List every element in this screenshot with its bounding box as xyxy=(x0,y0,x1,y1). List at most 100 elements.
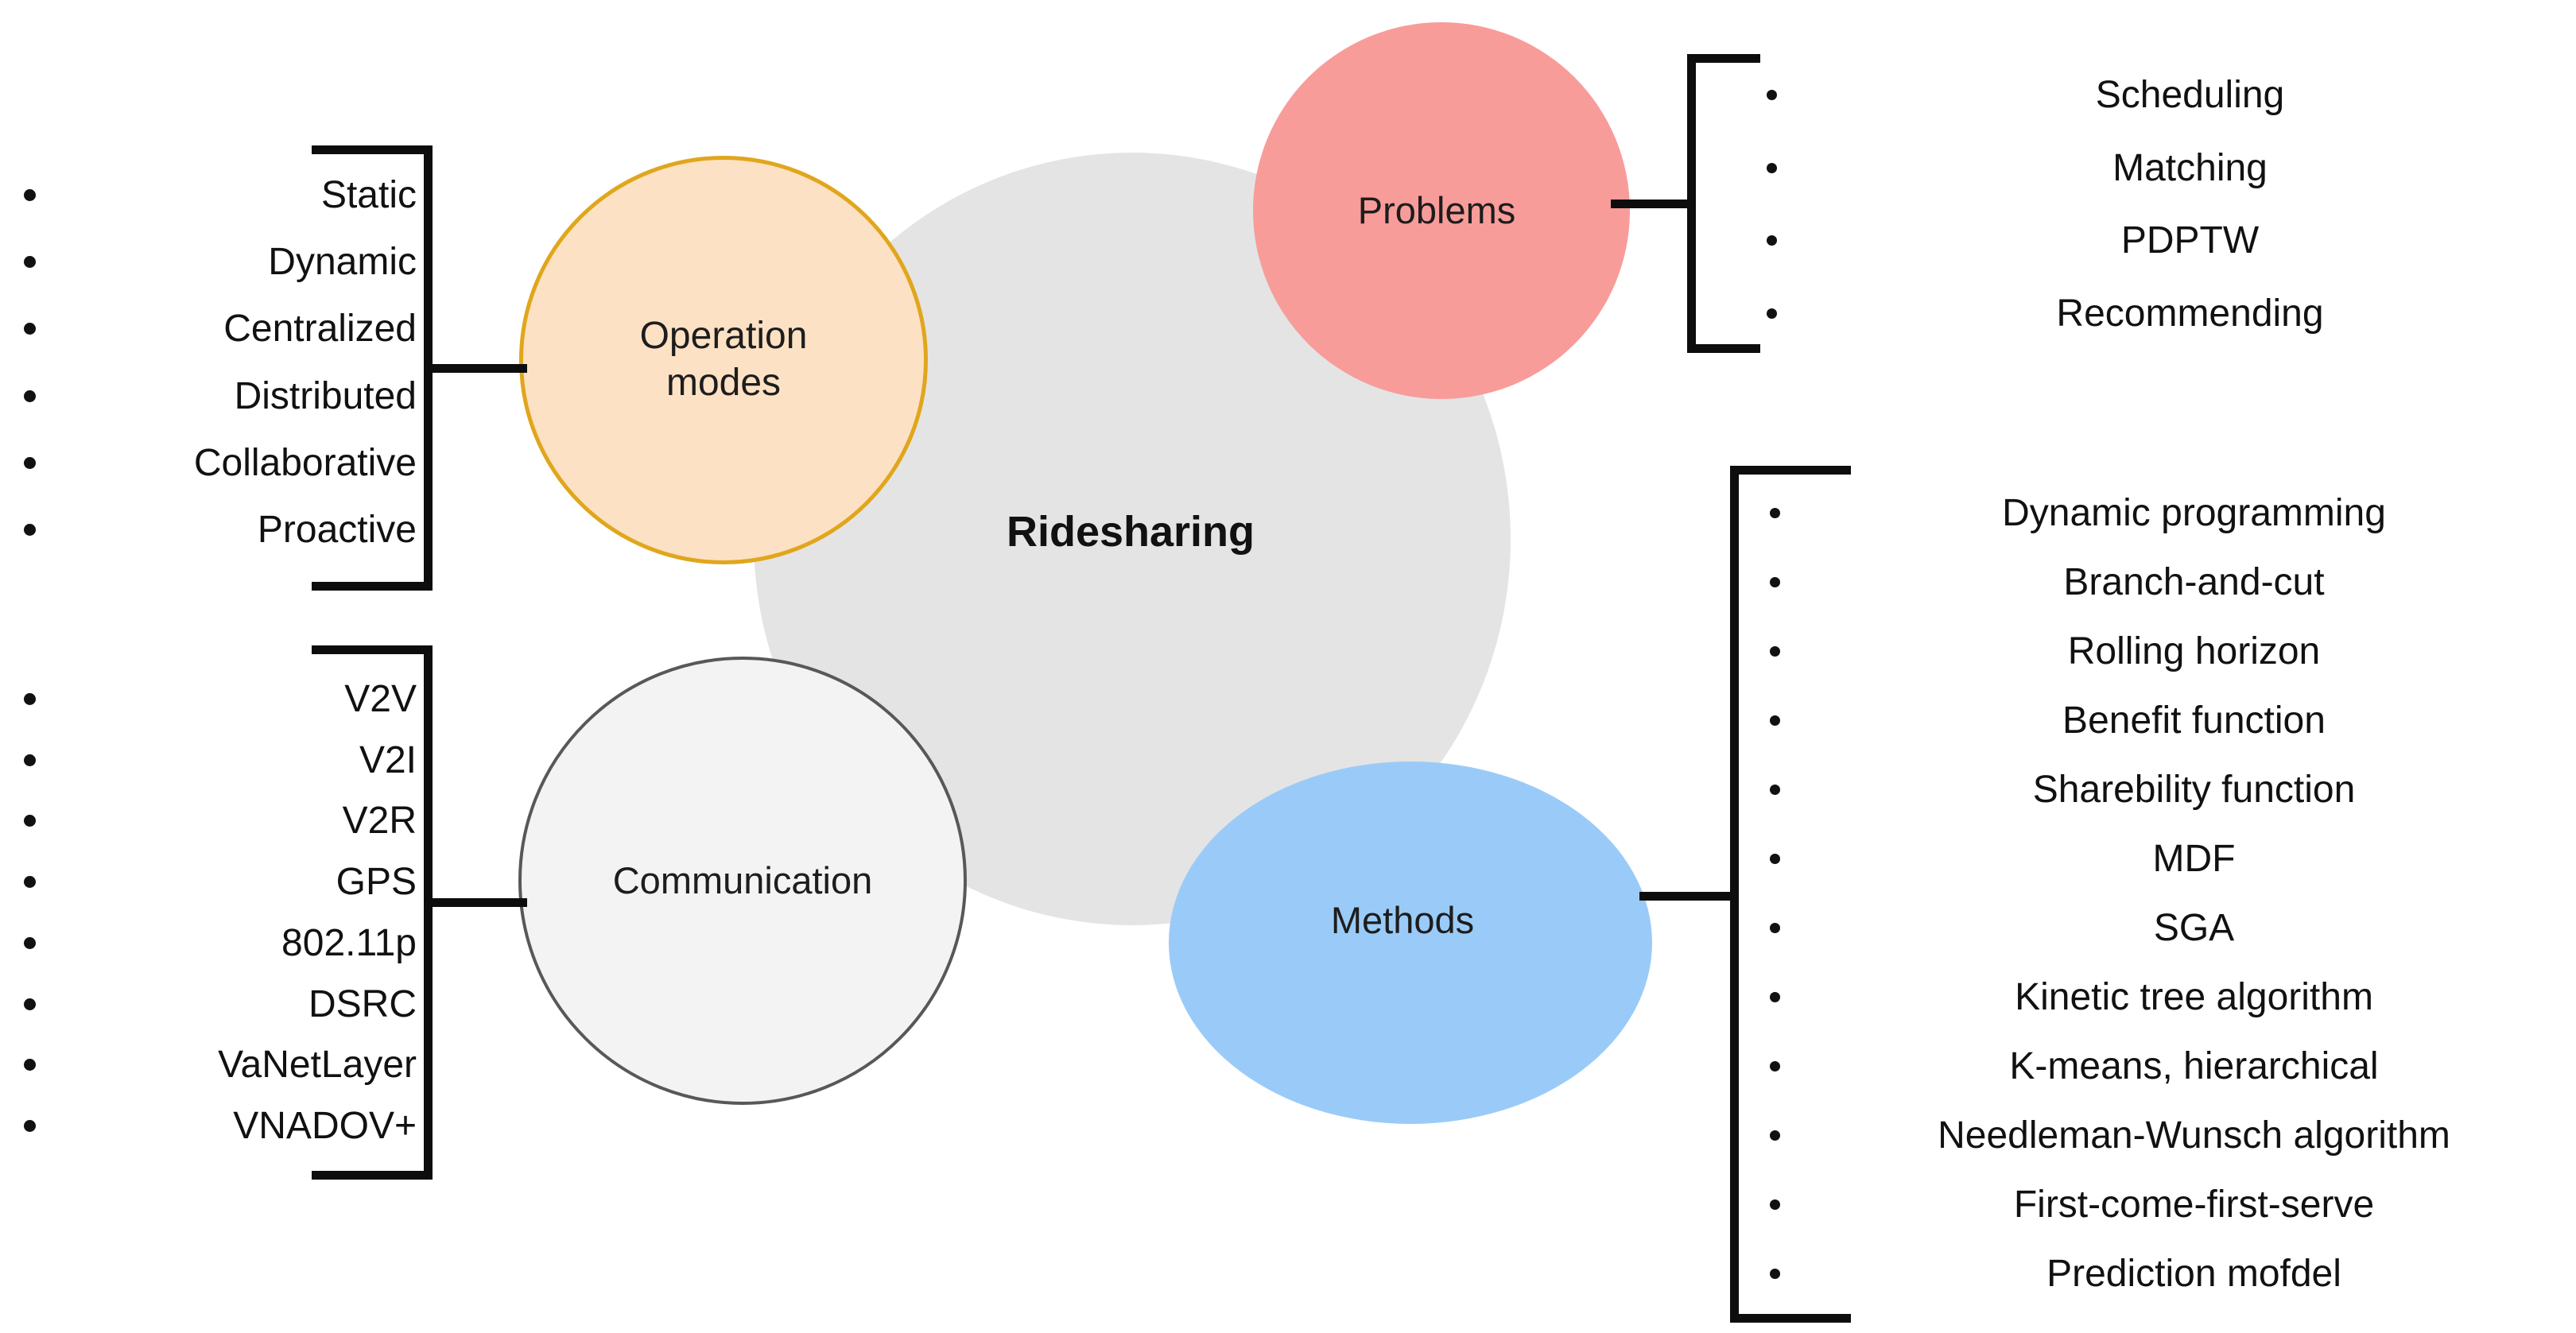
list-item: VNADOV+ xyxy=(24,1104,421,1148)
node-problems: Problems xyxy=(1253,22,1630,399)
bracket-arm-top xyxy=(1687,54,1760,63)
list-item: V2V xyxy=(24,677,421,721)
list-item-label: Distributed xyxy=(234,374,417,417)
list-item-label: Proactive xyxy=(257,508,417,551)
bullet-icon xyxy=(1770,923,1780,933)
bullet-icon xyxy=(24,1119,36,1132)
list-item-label: V2I xyxy=(359,738,417,781)
list-item-label: Kinetic tree algorithm xyxy=(2015,976,2373,1018)
list-item: Dynamic programming xyxy=(1770,491,2574,535)
bullet-icon xyxy=(24,876,36,889)
bracket-arm-bottom xyxy=(1687,344,1760,353)
list-item: V2R xyxy=(24,799,421,843)
list-item: MDF xyxy=(1770,837,2574,881)
bullet-icon xyxy=(24,998,36,1010)
bullet-icon xyxy=(1770,715,1780,726)
list-item: K-means, hierarchical xyxy=(1770,1044,2574,1088)
list-item: SGA xyxy=(1770,906,2574,950)
list-communication: V2V V2I V2R GPS 802.11p DSRC VaNetLayer xyxy=(24,677,421,1148)
bullet-icon xyxy=(1770,1130,1780,1141)
list-methods: Dynamic programming Branch-and-cut Rolli… xyxy=(1770,491,2574,1296)
node-operation-modes: Operation modes xyxy=(519,156,928,564)
list-item-label: Prediction mofdel xyxy=(2046,1253,2341,1295)
list-item: Static xyxy=(24,173,421,217)
connector-problems xyxy=(1611,200,1692,208)
list-item-label: DSRC xyxy=(308,982,417,1025)
list-item-label: Needleman-Wunsch algorithm xyxy=(1938,1114,2450,1157)
bullet-icon xyxy=(1767,90,1777,100)
connector-operation-modes xyxy=(425,364,527,373)
list-item-label: Static xyxy=(320,174,417,216)
connector-methods xyxy=(1639,892,1736,901)
bullet-icon xyxy=(1770,992,1780,1002)
bracket-problems xyxy=(1687,54,1760,353)
bracket-arm-top xyxy=(312,645,433,654)
node-methods-label: Methods xyxy=(1330,899,1475,942)
list-item: DSRC xyxy=(24,982,421,1026)
list-item: VaNetLayer xyxy=(24,1043,421,1087)
list-item: Rolling horizon xyxy=(1770,630,2574,673)
node-communication: Communication xyxy=(518,657,967,1105)
list-item-label: Rolling horizon xyxy=(2067,630,2321,672)
bullet-icon xyxy=(1770,1199,1780,1210)
bullet-icon xyxy=(24,815,36,827)
list-item: Distributed xyxy=(24,374,421,418)
node-operation-modes-label-line1: Operation xyxy=(639,315,808,358)
bullet-icon xyxy=(1770,508,1780,518)
bullet-icon xyxy=(24,256,36,269)
list-item-label: Scheduling xyxy=(2095,74,2285,116)
list-item-label: Collaborative xyxy=(193,441,417,484)
list-item: Scheduling xyxy=(1767,73,2570,117)
bracket-operation-modes xyxy=(312,145,433,591)
connector-communication xyxy=(425,898,527,907)
list-item: Prediction mofdel xyxy=(1770,1252,2574,1296)
list-item: Proactive xyxy=(24,508,421,552)
list-item: Branch-and-cut xyxy=(1770,560,2574,604)
list-item: V2I xyxy=(24,738,421,782)
list-item: Recommending xyxy=(1767,292,2570,335)
bullet-icon xyxy=(24,323,36,335)
list-item-label: Benefit function xyxy=(2062,699,2326,742)
node-communication-label: Communication xyxy=(612,859,873,902)
list-item: Sharebility function xyxy=(1770,768,2574,812)
bullet-icon xyxy=(1767,235,1777,246)
node-operation-modes-label: Operation modes xyxy=(640,313,808,406)
list-item-label: Dynamic xyxy=(268,241,417,284)
list-item: GPS xyxy=(24,860,421,904)
list-item-label: GPS xyxy=(336,861,417,904)
list-item: Benefit function xyxy=(1770,699,2574,742)
list-item: Kinetic tree algorithm xyxy=(1770,975,2574,1019)
bullet-icon xyxy=(1770,1269,1780,1279)
list-item: Needleman-Wunsch algorithm xyxy=(1770,1114,2574,1157)
list-item-label: VNADOV+ xyxy=(233,1104,417,1147)
bullet-icon xyxy=(1770,854,1780,864)
bullet-icon xyxy=(24,936,36,949)
bullet-icon xyxy=(1770,577,1780,587)
list-problems: Scheduling Matching PDPTW Recommending xyxy=(1767,73,2570,335)
node-methods: Methods xyxy=(1169,761,1652,1124)
bracket-arm-bottom xyxy=(1730,1314,1851,1323)
list-item-label: Dynamic programming xyxy=(2002,492,2386,534)
list-item-label: MDF xyxy=(2152,838,2236,880)
bullet-icon xyxy=(24,1059,36,1071)
bullet-icon xyxy=(24,456,36,469)
node-operation-modes-label-line2: modes xyxy=(665,362,782,404)
bullet-icon xyxy=(24,189,36,201)
list-item-label: Sharebility function xyxy=(2032,769,2356,811)
bullet-icon xyxy=(1770,785,1780,795)
bracket-arm-top xyxy=(1730,466,1851,475)
list-item: Matching xyxy=(1767,146,2570,190)
list-item: PDPTW xyxy=(1767,219,2570,262)
list-item: Dynamic xyxy=(24,240,421,284)
bracket-arm-bottom xyxy=(312,582,433,591)
list-item-label: First-come-first-serve xyxy=(2013,1184,2375,1226)
bullet-icon xyxy=(1767,162,1777,173)
bullet-icon xyxy=(24,754,36,766)
list-item-label: V2R xyxy=(342,800,417,843)
list-item-label: K-means, hierarchical xyxy=(2009,1045,2379,1087)
bullet-icon xyxy=(24,389,36,402)
list-operation-modes: Static Dynamic Centralized Distributed C… xyxy=(24,173,421,552)
bullet-icon xyxy=(24,523,36,536)
list-item-label: SGA xyxy=(2153,907,2235,949)
